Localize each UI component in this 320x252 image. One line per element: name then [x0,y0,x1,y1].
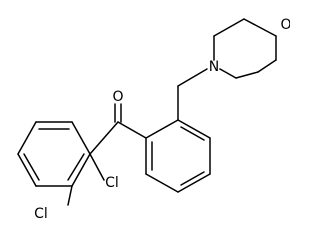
bond [213,18,245,37]
carbonyl-oxygen-label: O [112,89,123,105]
double-bond-inner [180,171,205,186]
bond [17,153,37,187]
bond [219,68,237,79]
dichlorophenyl-ring [17,121,91,187]
double-bond-inner [67,153,85,181]
phenyl-ring [145,119,211,193]
chlorine-upper-label: Cl [105,175,119,191]
double-bond-inner [23,153,40,181]
bond [235,71,259,79]
double-bond-inner [180,126,205,141]
molecule-diagram: O N O Cl Cl [17,17,290,222]
methylene-bond [177,68,208,87]
bond [177,119,211,139]
bond [89,121,119,155]
bond [17,121,37,155]
nitrogen-label: N [209,59,219,75]
bond [145,119,179,139]
cl-bond [89,153,105,181]
carbonyl-group [89,103,147,155]
bond [117,121,147,139]
bond [71,121,91,155]
bond [177,173,211,193]
bond [243,18,277,37]
atom-labels: O N O Cl Cl [34,17,290,222]
bond [257,59,277,73]
ring-oxygen-label: O [280,17,290,33]
morpholine-ring [213,18,277,79]
cl-bond [67,185,73,206]
bond [145,173,179,193]
structure-svg: O N O Cl Cl [17,17,290,222]
chlorine-lower-label: Cl [34,206,48,222]
bond [71,153,91,187]
